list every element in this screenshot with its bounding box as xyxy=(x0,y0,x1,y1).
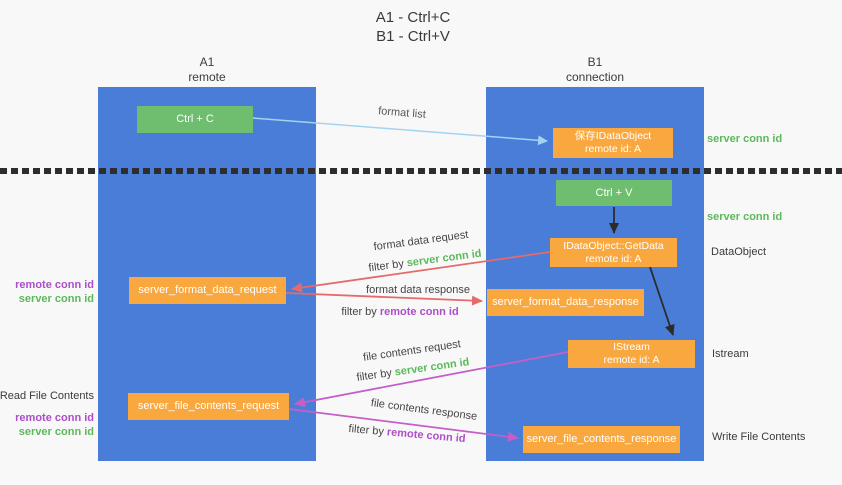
getdata-line1: IDataObject::GetData xyxy=(563,239,664,252)
remote-conn-id-text: remote conn id xyxy=(379,306,459,318)
format-request-label: server_format_data_request xyxy=(138,284,277,296)
save-idataobject-line2: remote id: A xyxy=(584,143,642,155)
column-header-a1: A1 remote xyxy=(98,55,316,85)
file-request-label: server_file_contents_request xyxy=(137,400,280,412)
filter-by-text: filter by xyxy=(348,422,388,439)
format-list-arrow-label: format list xyxy=(377,105,427,121)
server-file-contents-response-box: server_file_contents_response xyxy=(523,426,680,453)
file-contents-response-arrow-label: file contents response xyxy=(370,397,478,423)
format-data-response-arrow-label: format data response xyxy=(366,284,470,296)
column-b1-subtitle: connection xyxy=(565,70,625,84)
title-line-1: A1 - Ctrl+C xyxy=(375,9,451,26)
getdata-line2: remote id: A xyxy=(585,252,642,265)
format-data-request-arrow-label: format data request xyxy=(372,228,470,254)
istream-line2: remote id: A xyxy=(603,354,660,366)
idataobject-getdata-box: IDataObject::GetData remote id: A xyxy=(550,238,677,267)
server-file-contents-request-box: server_file_contents_request xyxy=(128,393,289,420)
dataobject-label: DataObject xyxy=(711,246,767,258)
diagram-title: A1 - Ctrl+C B1 - Ctrl+V xyxy=(0,8,826,46)
server-format-data-response-box: server_format_data_response xyxy=(487,289,644,316)
istream-line1: IStream xyxy=(613,341,650,353)
ctrl-v-label: Ctrl + V xyxy=(595,186,633,199)
remote-conn-id-label-file: remote conn id xyxy=(15,412,94,424)
format-response-label: server_format_data_response xyxy=(492,296,639,308)
istream-side-label: Istream xyxy=(712,348,749,360)
filter-by-remote-conn-id-label-1: filter by remote conn id xyxy=(341,306,458,318)
remote-conn-id-text: remote conn id xyxy=(386,426,466,446)
file-response-label: server_file_contents_response xyxy=(526,433,677,445)
remote-conn-id-label-format: remote conn id xyxy=(15,279,94,291)
dotted-divider xyxy=(0,168,842,174)
read-file-contents-label: Read File Contents xyxy=(0,390,94,402)
server-conn-id-label-mid: server conn id xyxy=(707,211,783,223)
write-file-contents-label: Write File Contents xyxy=(712,431,806,443)
ctrl-c-label: Ctrl + C xyxy=(176,113,214,125)
filter-by-text: filter by xyxy=(367,257,408,275)
column-a1-subtitle: remote xyxy=(188,70,226,84)
column-b1-name: B1 xyxy=(587,55,603,69)
server-conn-id-label-top: server conn id xyxy=(707,133,783,145)
istream-box: IStream remote id: A xyxy=(568,340,695,368)
ctrl-v-box: Ctrl + V xyxy=(556,180,672,206)
server-format-data-request-box: server_format_data_request xyxy=(129,277,286,304)
filter-by-text: filter by xyxy=(355,366,396,384)
column-a1-name: A1 xyxy=(199,55,215,69)
save-idataobject-box: 保存IDataObject remote id: A xyxy=(553,128,673,158)
filter-by-text: filter by xyxy=(341,306,380,318)
server-conn-id-text: server conn id xyxy=(393,356,471,379)
server-conn-id-label-file: server conn id xyxy=(18,426,94,438)
column-header-b1: B1 connection xyxy=(486,55,704,85)
server-conn-id-label-format: server conn id xyxy=(18,293,94,305)
filter-by-remote-conn-id-label-2: filter by remote conn id xyxy=(348,423,466,445)
save-idataobject-line1: 保存IDataObject xyxy=(574,130,652,142)
server-conn-id-text: server conn id xyxy=(406,247,483,270)
title-line-2: B1 - Ctrl+V xyxy=(376,28,450,45)
ctrl-c-box: Ctrl + C xyxy=(137,106,253,133)
